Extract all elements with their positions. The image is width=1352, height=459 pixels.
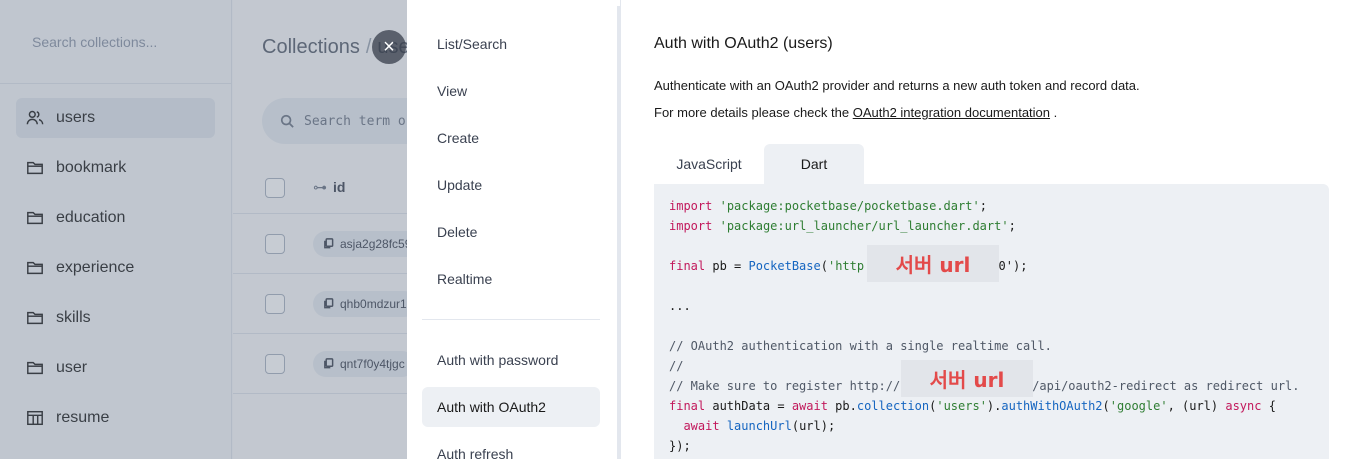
record-id-pill[interactable]: asja2g28fc59 — [313, 230, 422, 257]
close-panel-button[interactable]: × — [372, 30, 406, 64]
tab-javascript[interactable]: JavaScript — [676, 156, 742, 172]
docs-note-prefix: For more details please check the — [654, 105, 853, 120]
search-icon — [280, 114, 294, 128]
nav-item-auth-password[interactable]: Auth with password — [437, 352, 559, 368]
column-header-label: id — [333, 179, 346, 195]
nav-item-list-search[interactable]: List/Search — [437, 36, 508, 52]
description: Authenticate with an OAuth2 provider and… — [654, 78, 1140, 93]
nav-item-realtime[interactable]: Realtime — [437, 271, 493, 287]
code-line: }); — [669, 439, 691, 453]
folder-icon — [26, 159, 44, 177]
tab-dart[interactable]: Dart — [764, 144, 864, 184]
records-search-placeholder: Search term or — [304, 113, 414, 129]
copy-icon — [324, 358, 334, 369]
code-line: // — [669, 359, 684, 373]
code-line: final authData = await pb.collection('us… — [669, 399, 1276, 413]
nav-item-view[interactable]: View — [437, 83, 468, 99]
redaction-label: 서버 url — [901, 360, 1033, 397]
nav-item-create[interactable]: Create — [437, 130, 480, 146]
table-icon — [26, 409, 44, 427]
code-line — [669, 316, 1314, 336]
sidebar-item-label: resume — [56, 409, 110, 426]
folder-icon — [26, 259, 44, 277]
folder-icon — [26, 209, 44, 227]
copy-icon — [324, 298, 334, 309]
code-block: import 'package:pocketbase/pocketbase.da… — [654, 184, 1329, 459]
api-docs-panel: List/Search View Create Update Delete Re… — [407, 0, 1352, 459]
record-id-pill[interactable]: qhb0mdzur1 — [313, 290, 417, 317]
sidebar-item-bookmark[interactable]: bookmark — [16, 148, 215, 188]
breadcrumb-separator: / — [365, 36, 372, 58]
nav-item-auth-oauth2[interactable]: Auth with OAuth2 — [422, 387, 600, 427]
nav-scrollbar[interactable] — [617, 6, 621, 459]
sidebar-item-experience[interactable]: experience — [16, 248, 215, 288]
code-line: await launchUrl(url); — [683, 419, 836, 433]
close-icon: × — [383, 35, 395, 58]
sidebar-item-label: education — [56, 209, 126, 226]
docs-note: For more details please check the OAuth2… — [654, 105, 1057, 120]
sidebar-item-label: user — [56, 359, 88, 376]
docs-note-suffix: . — [1050, 105, 1058, 120]
record-id-pill[interactable]: qnt7f0y4tjgc — [313, 350, 415, 377]
sidebar-item-users[interactable]: users — [16, 98, 215, 138]
sidebar-item-skills[interactable]: skills — [16, 298, 215, 338]
code-line: // OAuth2 authentication with a single r… — [669, 339, 1052, 353]
sdk-tabs: JavaScript Dart — [654, 144, 864, 184]
code-line: ... — [669, 299, 691, 313]
search-collections-input[interactable]: Search collections... — [0, 0, 231, 84]
table-row[interactable]: asja2g28fc59 — [233, 214, 633, 274]
nav-divider — [422, 319, 600, 320]
page-title: Auth with OAuth2 (users) — [654, 35, 833, 52]
sidebar-item-label: skills — [56, 309, 91, 326]
select-all-checkbox[interactable] — [265, 177, 285, 198]
breadcrumb-root[interactable]: Collections — [262, 36, 360, 58]
folder-icon — [26, 359, 44, 377]
collections-list: users bookmark education experience skil… — [0, 84, 231, 459]
row-checkbox[interactable] — [265, 353, 285, 374]
sidebar-item-label: experience — [56, 259, 135, 276]
record-id: qhb0mdzur1 — [340, 296, 407, 311]
copy-icon — [324, 238, 334, 249]
collections-sidebar: Search collections... users bookmark edu… — [0, 0, 232, 459]
nav-item-update[interactable]: Update — [437, 177, 483, 193]
code-line: // Make sure to register http:///api/oau… — [669, 379, 1300, 393]
oauth2-docs-link[interactable]: OAuth2 integration documentation — [852, 105, 1051, 120]
redaction-label: 서버 url — [867, 245, 999, 282]
sidebar-item-label: users — [56, 109, 96, 126]
record-id: qnt7f0y4tjgc — [340, 356, 405, 371]
column-header-id[interactable]: ⊶ id — [313, 179, 345, 196]
search-collections-placeholder: Search collections... — [32, 33, 158, 50]
users-icon — [26, 109, 44, 127]
code-line: import 'package:url_launcher/url_launche… — [669, 219, 1016, 233]
key-icon: ⊶ — [313, 179, 327, 195]
sidebar-item-label: bookmark — [56, 159, 127, 176]
nav-item-delete[interactable]: Delete — [437, 224, 478, 240]
nav-item-auth-refresh[interactable]: Auth refresh — [437, 446, 514, 459]
record-id: asja2g28fc59 — [340, 236, 412, 251]
row-checkbox[interactable] — [265, 233, 285, 254]
sidebar-item-user[interactable]: user — [16, 348, 215, 388]
sidebar-item-education[interactable]: education — [16, 198, 215, 238]
code-line: import 'package:pocketbase/pocketbase.da… — [669, 199, 987, 213]
sidebar-item-resume[interactable]: resume — [16, 398, 215, 438]
api-docs-nav: List/Search View Create Update Delete Re… — [407, 0, 621, 459]
row-checkbox[interactable] — [265, 293, 285, 314]
folder-icon — [26, 309, 44, 327]
